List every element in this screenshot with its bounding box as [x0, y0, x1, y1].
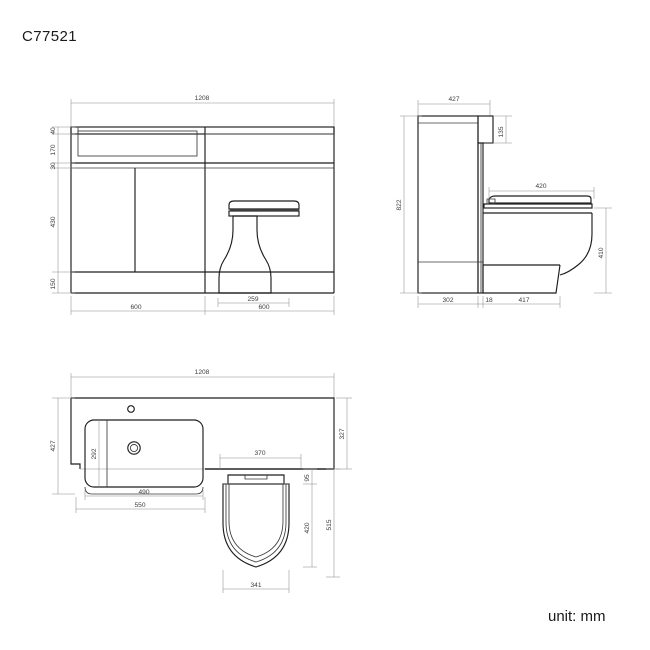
dim-label: 302 — [442, 297, 453, 304]
dim-label: 170 — [50, 144, 57, 155]
dim-label: 822 — [396, 199, 403, 210]
dim-side-overall-height: 822 — [396, 115, 422, 294]
dim-plan-total-projection: 515 — [326, 468, 340, 578]
dim-side-top-depth: 427 — [417, 96, 491, 116]
dim-label: 427 — [448, 96, 459, 103]
side-toilet — [482, 195, 593, 294]
dim-label: 95 — [304, 474, 311, 482]
front-elevation-view: 1208 — [50, 95, 335, 315]
dim-label: 417 — [518, 297, 529, 304]
dim-label: 515 — [326, 519, 333, 530]
dim-side-bottom: 302 18 417 — [417, 296, 561, 308]
plan-view: 1208 292 427 — [50, 369, 352, 593]
dim-label: 600 — [130, 304, 141, 311]
unit-label: unit: mm — [548, 608, 606, 625]
dim-plan-basin-bowl-width: 490 — [84, 489, 204, 500]
dim-label: 18 — [485, 297, 493, 304]
dim-side-seat-length: 420 — [488, 183, 595, 199]
side-cabinet-body — [417, 115, 494, 294]
dim-label: 259 — [247, 296, 258, 303]
front-vanity-body — [70, 126, 335, 294]
dim-label: 420 — [535, 183, 546, 190]
dim-plan-unit-depth: 427 — [50, 397, 75, 495]
dim-label: 1208 — [195, 95, 210, 102]
dim-label: 427 — [50, 440, 57, 451]
plan-toilet — [222, 474, 290, 568]
dim-label: 370 — [254, 450, 265, 457]
dim-plan-basin-bowl-depth: 292 — [91, 420, 100, 487]
dim-label: 600 — [258, 304, 269, 311]
dim-label: 150 — [50, 278, 57, 289]
dim-label: 40 — [50, 127, 57, 135]
dim-plan-seat-length: 420 — [303, 484, 317, 568]
plan-basin — [84, 405, 204, 495]
dim-front-bottom: 600 259 600 — [70, 296, 335, 315]
dim-label: 30 — [50, 162, 57, 170]
dim-label: 135 — [498, 126, 505, 137]
dim-front-vertical-chain: 40 170 30 430 150 — [50, 126, 75, 294]
page-title: C77521 — [22, 28, 77, 45]
dim-plan-basin-width: 550 — [75, 497, 206, 513]
dim-plan-seat-width: 341 — [222, 570, 290, 593]
dim-label: 292 — [91, 448, 98, 459]
dim-front-overall-width: 1208 — [70, 95, 335, 127]
dim-label: 341 — [250, 582, 261, 589]
dim-side-shelf-depth: 135 — [493, 115, 512, 144]
dim-label: 1208 — [195, 369, 210, 376]
dim-plan-cistern-offset: 95 — [303, 468, 317, 485]
dim-label: 430 — [50, 216, 57, 227]
dim-plan-overall-width: 1208 — [70, 369, 335, 398]
dim-label: 490 — [138, 489, 149, 496]
dim-label: 410 — [598, 247, 605, 258]
dim-plan-cistern-width: 370 — [219, 450, 302, 469]
dim-side-pan-height: 410 — [594, 207, 612, 294]
dim-plan-wc-section-depth: 327 — [336, 397, 352, 470]
dim-label: 550 — [134, 502, 145, 509]
dim-label: 327 — [339, 428, 346, 439]
side-elevation-view: 427 135 822 — [396, 96, 612, 308]
front-toilet — [218, 200, 300, 294]
dim-label: 420 — [304, 522, 311, 533]
